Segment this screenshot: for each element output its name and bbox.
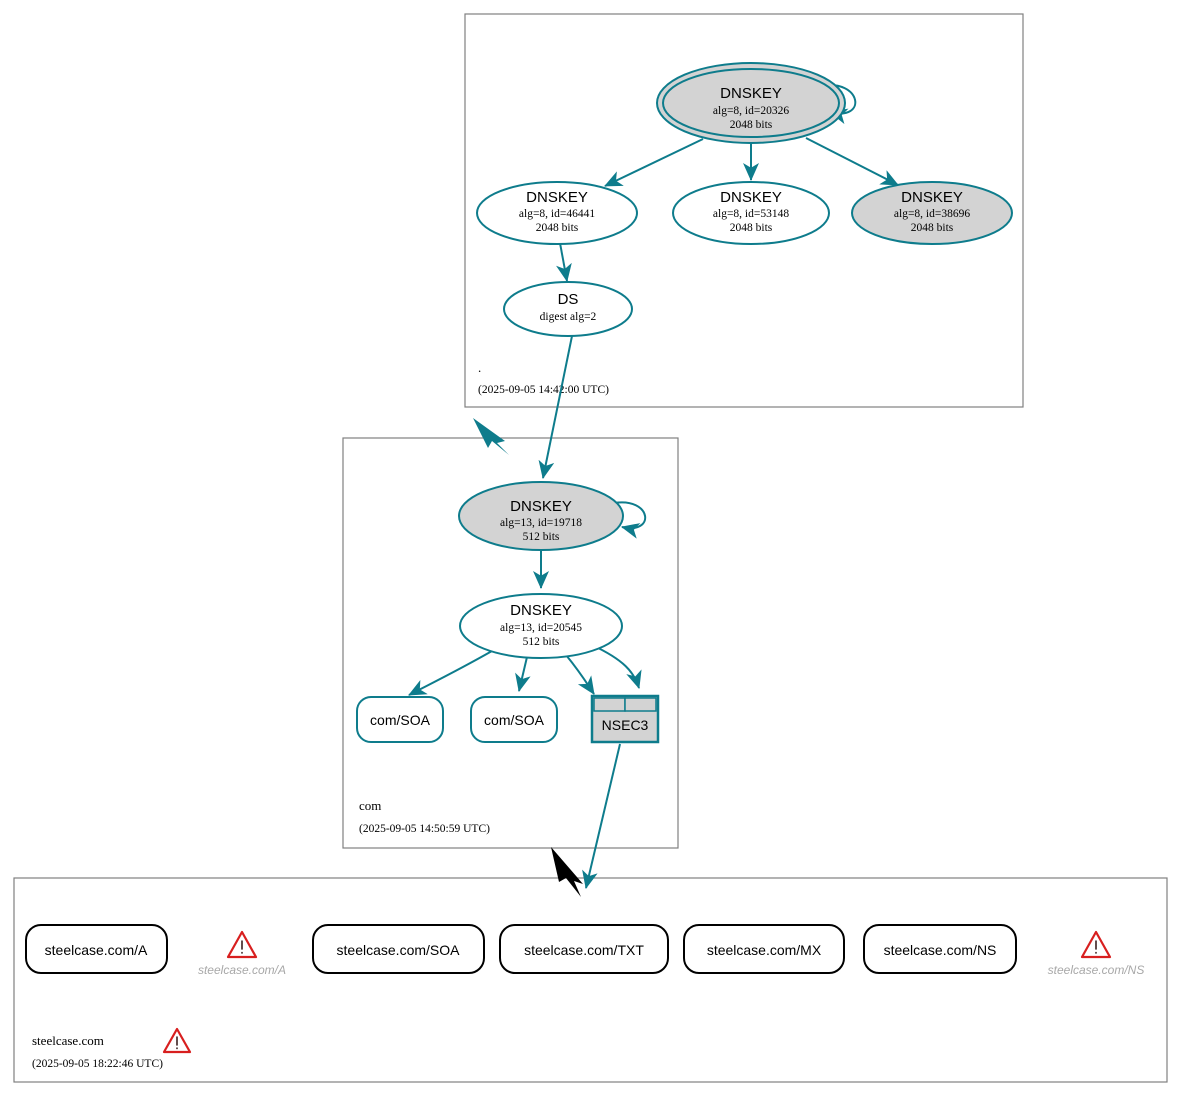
node-line2: alg=8, id=46441 [519,208,595,220]
record-steelcase-txt[interactable]: steelcase.com/TXT [499,924,669,974]
edge-ds-to-com-ksk [538,335,573,479]
node-root-ksk[interactable]: DNSKEY alg=8, id=20326 2048 bits [656,62,846,144]
node-line3: 512 bits [523,636,560,648]
edge-root-ksk-to-46441 [604,138,704,187]
warning-steelcase-a: steelcase.com/A [198,930,286,977]
node-root-ds[interactable]: DS digest alg=2 [503,281,633,337]
node-root-zsk-53148[interactable]: DNSKEY alg=8, id=53148 2048 bits [672,181,830,245]
node-line3: 2048 bits [536,222,579,234]
node-com-zsk[interactable]: DNSKEY alg=13, id=20545 512 bits [459,593,623,659]
node-title: DNSKEY [720,189,782,206]
node-line3: 2048 bits [730,119,773,131]
record-label: steelcase.com/NS [884,942,997,958]
node-title: DNSKEY [510,602,572,619]
node-line2: digest alg=2 [540,311,597,323]
node-title: DNSKEY [720,85,782,102]
node-line3: 2048 bits [730,222,773,234]
record-label: com/SOA [370,712,431,728]
zone-timestamp-root: (2025-09-05 14:42:00 UTC) [478,384,609,396]
node-line3: 2048 bits [911,222,954,234]
node-root-zsk-46441[interactable]: DNSKEY alg=8, id=46441 2048 bits [476,181,638,245]
record-label: steelcase.com/SOA [337,942,461,958]
zone-timestamp-com: (2025-09-05 14:50:59 UTC) [359,823,490,835]
node-title: DS [558,291,579,308]
delegation-arrow-com-to-steelcase [551,847,583,897]
zone-warning-steelcase [162,1027,192,1054]
node-title: DNSKEY [510,498,572,515]
zone-label-root: . [478,360,481,375]
record-com-soa-1[interactable]: com/SOA [356,696,444,743]
edge-root-ksk-to-38696 [805,137,899,186]
record-com-nsec3[interactable]: NSEC3 [590,694,660,744]
zone-label-com: com [359,798,381,813]
record-label: steelcase.com/MX [707,942,822,958]
edge-com-zsk-to-nsec3-cell-2 [591,644,642,689]
node-line2: alg=8, id=53148 [713,208,789,220]
zone-timestamp-steelcase: (2025-09-05 18:22:46 UTC) [32,1058,163,1070]
edge-com-zsk-to-soa-1 [408,650,493,696]
record-label: steelcase.com/TXT [524,942,644,958]
record-label: NSEC3 [602,717,649,733]
record-label: steelcase.com/A [45,942,148,958]
edge-com-zsk-to-soa-2 [515,656,531,692]
delegation-arrow-root-to-com [473,418,509,455]
node-line2: alg=8, id=20326 [713,105,789,117]
record-steelcase-a[interactable]: steelcase.com/A [25,924,168,974]
edge-com-zsk-to-nsec3-cell-1 [565,654,595,695]
record-steelcase-soa[interactable]: steelcase.com/SOA [312,924,485,974]
node-line2: alg=8, id=38696 [894,208,970,220]
record-steelcase-ns[interactable]: steelcase.com/NS [863,924,1017,974]
warning-label: steelcase.com/NS [1048,963,1145,977]
node-title: DNSKEY [901,189,963,206]
node-line2: alg=13, id=20545 [500,622,582,634]
edge-com-ksk-self [613,501,647,539]
record-com-soa-2[interactable]: com/SOA [470,696,558,743]
zone-steelcase [13,877,1168,1083]
zone-label-steelcase: steelcase.com [32,1033,104,1048]
edge-nsec3-to-steelcase [582,743,621,889]
warning-steelcase-ns: steelcase.com/NS [1048,930,1145,977]
record-steelcase-mx[interactable]: steelcase.com/MX [683,924,845,974]
node-line3: 512 bits [523,531,560,543]
node-root-ksk-38696[interactable]: DNSKEY alg=8, id=38696 2048 bits [851,181,1013,245]
edge-46441-to-ds [556,242,572,282]
node-title: DNSKEY [526,189,588,206]
node-com-ksk[interactable]: DNSKEY alg=13, id=19718 512 bits [458,481,624,551]
warning-label: steelcase.com/A [198,963,286,977]
record-label: com/SOA [484,712,545,728]
node-line2: alg=13, id=19718 [500,517,582,529]
